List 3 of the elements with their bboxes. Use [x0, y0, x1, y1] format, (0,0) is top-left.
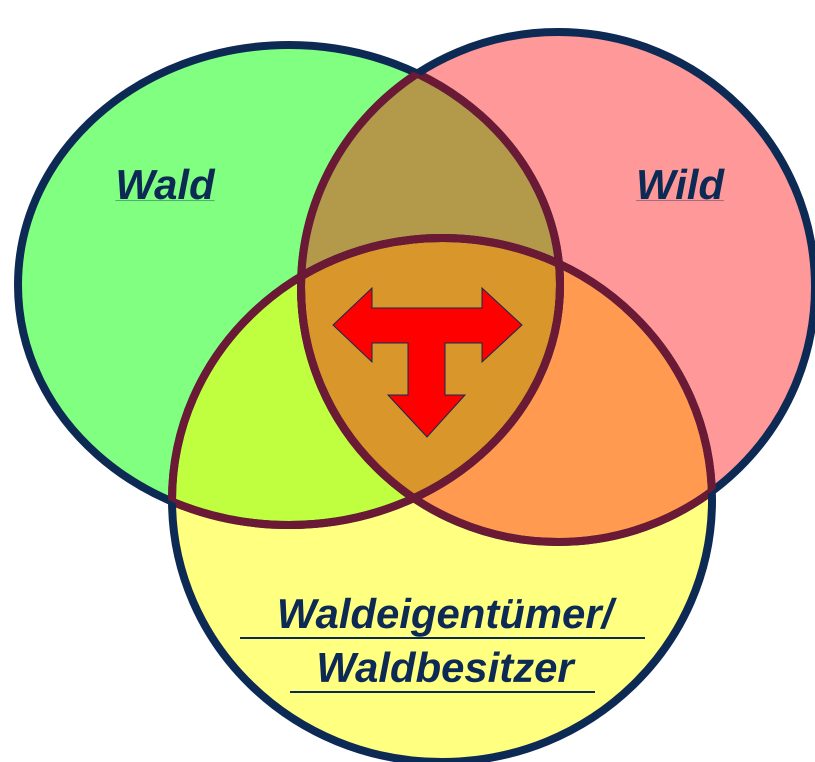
circle-label: Wald [115, 168, 216, 201]
circle-label: Wild [636, 168, 725, 201]
circle-label: Waldeigentümer/ Waldbesitzer [240, 598, 645, 693]
